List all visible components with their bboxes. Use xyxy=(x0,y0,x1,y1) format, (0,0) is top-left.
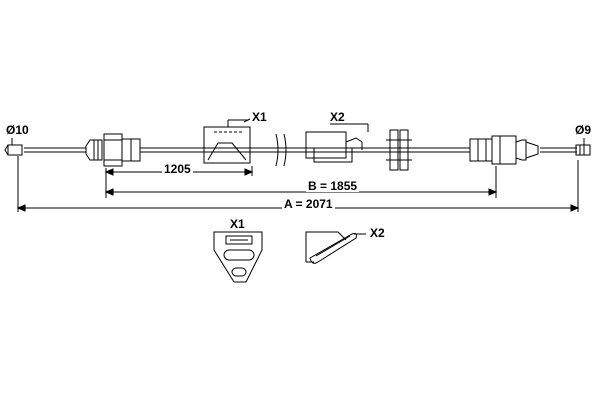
cable-break xyxy=(275,133,287,167)
dimension-b-label: B = 1855 xyxy=(306,179,360,193)
inset-x1-label: X1 xyxy=(228,217,247,231)
bracket-x1 xyxy=(203,119,251,164)
inset-bracket-x1 xyxy=(213,231,263,283)
dimension-1205-label: 1205 xyxy=(162,162,193,176)
left-end-diameter-label: Ø10 xyxy=(4,123,31,137)
clip-x2 xyxy=(305,123,369,163)
inset-x2-label: X2 xyxy=(368,226,387,240)
right-end-diameter-label: Ø9 xyxy=(573,123,594,137)
grommet xyxy=(386,129,412,171)
inset-clip-x2 xyxy=(305,231,366,264)
cable-line xyxy=(24,147,577,153)
detail-x2-label: X2 xyxy=(328,110,347,124)
detail-x1-label: X1 xyxy=(250,110,269,124)
dimension-a-label: A = 2071 xyxy=(282,197,335,211)
right-end-fitting xyxy=(469,135,591,165)
left-end-fitting xyxy=(4,133,141,167)
